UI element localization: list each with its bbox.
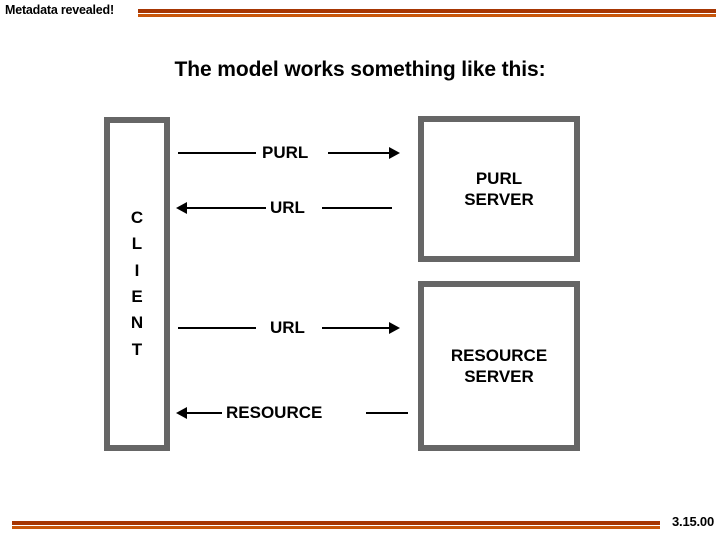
header-banner: Metadata revealed! (0, 0, 720, 26)
client-node-label: C L I E N T (130, 207, 144, 359)
flow-purl-request: PURL (170, 140, 410, 166)
flow-url-request: URL (170, 315, 410, 341)
flow-label-url-response: URL (270, 198, 305, 217)
flow-line-segment (186, 412, 222, 414)
header-rule-dark-band (138, 9, 716, 13)
footer-rule (12, 521, 660, 529)
flow-label-resource: RESOURCE (226, 403, 323, 422)
footer-rule-light-band (12, 526, 660, 529)
flow-label-url-request: URL (270, 318, 305, 337)
flow-line-segment (366, 412, 408, 414)
flow-line-segment (322, 327, 392, 329)
arrow-right-icon (389, 322, 400, 334)
arrow-left-icon (176, 407, 187, 419)
purl-server-node: PURL SERVER (418, 116, 580, 262)
flow-url-response: URL (170, 195, 410, 221)
arrow-right-icon (389, 147, 400, 159)
flow-resource-response: RESOURCE (170, 400, 410, 426)
slide-title: The model works something like this: (174, 58, 546, 81)
client-node: C L I E N T (104, 117, 170, 451)
purl-server-node-label: PURL SERVER (464, 168, 534, 209)
flow-line-segment (178, 327, 256, 329)
header-rule-light-band (138, 14, 716, 17)
footer-rule-dark-band (12, 521, 660, 525)
arrow-left-icon (176, 202, 187, 214)
flow-line-segment (178, 152, 256, 154)
footer-rule-gap (12, 525, 660, 526)
flow-line-segment (322, 207, 392, 209)
flow-label-purl: PURL (262, 143, 309, 162)
flow-line-segment (186, 207, 266, 209)
resource-server-node-label: RESOURCE SERVER (450, 345, 548, 386)
header-rule-gap (138, 13, 716, 14)
header-rule (138, 9, 716, 17)
flow-line-segment (328, 152, 392, 154)
footer-version-label: 3.15.00 (672, 514, 714, 529)
resource-server-node: RESOURCE SERVER (418, 281, 580, 451)
header-title: Metadata revealed! (5, 3, 114, 17)
